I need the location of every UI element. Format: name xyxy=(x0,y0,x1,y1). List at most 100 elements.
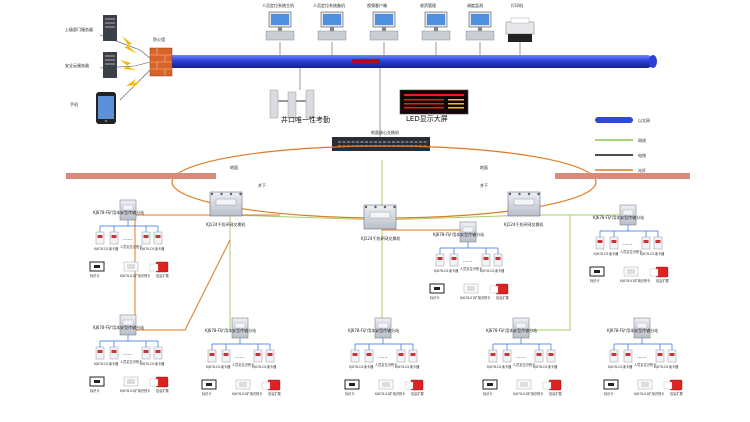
kj-label: KJ678-K1矿用识别卡 xyxy=(634,392,665,396)
id-card-icon xyxy=(429,283,445,294)
ground-bar-right xyxy=(555,173,690,179)
station-group xyxy=(482,317,562,391)
info-extender-icon xyxy=(489,283,509,295)
card-reader-icon xyxy=(207,349,217,363)
ring-switch-label: KJ124千兆环网交换机 xyxy=(361,236,401,241)
station-group xyxy=(589,204,669,278)
reader-dots: ...... xyxy=(378,354,388,360)
ring-switch-icon xyxy=(363,204,397,230)
transmission-station-icon xyxy=(119,199,137,221)
reader-dots: ...... xyxy=(123,236,133,242)
station-label: KJ678-F矿用本安型传输分站 xyxy=(348,328,400,333)
station-label: KJ678-F矿用本安型传输分站 xyxy=(607,328,659,333)
reader-label: KJ678-D1读卡器 xyxy=(608,365,633,369)
card-reader-icon xyxy=(364,349,374,363)
station-group xyxy=(344,317,424,391)
card-reader-icon xyxy=(534,349,544,363)
legend-label: 电线 xyxy=(638,153,646,158)
reader-label: KJ678-D1读卡器 xyxy=(640,252,665,256)
legend-swatch-backbone xyxy=(595,117,633,123)
reader-dots: ...... xyxy=(623,241,633,247)
core-switch-icon xyxy=(332,137,430,151)
card-caption: 人员定位识别卡 xyxy=(620,250,643,254)
card-reader-icon xyxy=(95,346,105,360)
card-reader-icon xyxy=(609,236,619,250)
card-reader-icon xyxy=(623,349,633,363)
reader-label: KJ678-D1读卡器 xyxy=(140,362,165,366)
ring-label-ground-left: 地面 xyxy=(230,165,238,170)
kj-label: KJ678-K1矿用识别卡 xyxy=(120,389,151,393)
firewall-icon xyxy=(149,47,173,77)
reader-label: KJ678-D1读卡器 xyxy=(395,365,420,369)
top-device-label: 打印机 xyxy=(511,3,523,8)
card-reader-icon xyxy=(141,231,151,245)
card-label: 标识卡 xyxy=(604,392,614,396)
top-device-label: 视频客户端 xyxy=(367,3,387,8)
identification-card-icon xyxy=(123,261,139,272)
card-reader-icon xyxy=(655,349,665,363)
card-reader-icon xyxy=(546,349,556,363)
top-device-label: 人员定位系统主机 xyxy=(262,3,294,8)
card-label: 标识卡 xyxy=(90,274,100,278)
station-group xyxy=(429,221,509,295)
kj-label: KJ678-K1矿用识别卡 xyxy=(375,392,406,396)
turnstile-icon xyxy=(269,89,315,119)
card-reader-icon xyxy=(595,236,605,250)
legend xyxy=(595,117,633,171)
ring-switch-icon xyxy=(507,191,541,217)
identification-card-icon xyxy=(516,379,532,390)
card-label: 标识卡 xyxy=(202,392,212,396)
kj-label: KJ678-K1矿用识别卡 xyxy=(120,274,151,278)
info-extender-icon xyxy=(649,266,669,278)
kj-label: KJ678-K1矿用识别卡 xyxy=(460,296,491,300)
led-screen-icon xyxy=(399,89,469,115)
ring-switch-label: KJ124千兆环网交换机 xyxy=(504,222,544,227)
card-caption: 人员定位识别卡 xyxy=(232,363,255,367)
card-reader-icon xyxy=(153,231,163,245)
identification-card-icon xyxy=(123,376,139,387)
ring-switch-icon xyxy=(209,191,243,217)
card-reader-icon xyxy=(95,231,105,245)
led-screen-label: LED显示大屏 xyxy=(406,115,448,123)
card-caption: 人员定位识别卡 xyxy=(120,245,143,249)
reader-dots: ...... xyxy=(123,351,133,357)
tag-label: 信息扩展 xyxy=(156,389,169,393)
card-reader-icon xyxy=(502,349,512,363)
station-group xyxy=(89,199,169,273)
info-extender-icon xyxy=(149,376,169,388)
card-caption: 人员定位识别卡 xyxy=(634,363,657,367)
card-label: 标识卡 xyxy=(430,296,440,300)
transmission-station-icon xyxy=(633,317,651,339)
transmission-station-icon xyxy=(512,317,530,339)
station-label: KJ678-F矿用本安型传输分站 xyxy=(93,325,145,330)
tag-label: 信息扩展 xyxy=(496,296,509,300)
left-device-label: 手机 xyxy=(70,102,78,107)
reader-label: KJ678-D1读卡器 xyxy=(94,362,119,366)
reader-label: KJ678-D1读卡器 xyxy=(206,365,231,369)
lightning-icon xyxy=(120,36,141,90)
workstation-icon xyxy=(421,11,451,41)
station-label: KJ678-F矿用本安型传输分站 xyxy=(486,328,538,333)
card-label: 标识卡 xyxy=(345,392,355,396)
reader-label: KJ678-D1读卡器 xyxy=(480,269,505,273)
reader-label: KJ678-D1读卡器 xyxy=(349,365,374,369)
turnstile-label: 井口唯一性考勤 xyxy=(281,116,330,124)
top-device-group xyxy=(265,11,535,42)
card-reader-icon xyxy=(253,349,263,363)
printer-icon xyxy=(505,17,535,42)
id-card-icon xyxy=(89,261,105,272)
tag-label: 信息扩展 xyxy=(670,392,683,396)
reader-label: KJ678-D1读卡器 xyxy=(594,252,619,256)
identification-card-icon xyxy=(623,266,639,277)
backbone-drops xyxy=(279,42,521,137)
info-extender-icon xyxy=(404,379,424,391)
card-reader-icon xyxy=(109,231,119,245)
ring-label-underground-right: 井下 xyxy=(480,183,488,188)
core-switch-label: 地面核心交换机 xyxy=(371,130,399,135)
server-icon xyxy=(103,15,117,41)
transmission-station-icon xyxy=(459,221,477,243)
tag-label: 信息扩展 xyxy=(411,392,424,396)
card-caption: 人员定位识别卡 xyxy=(375,363,398,367)
top-device-label: 人员定位系统备机 xyxy=(313,3,345,8)
